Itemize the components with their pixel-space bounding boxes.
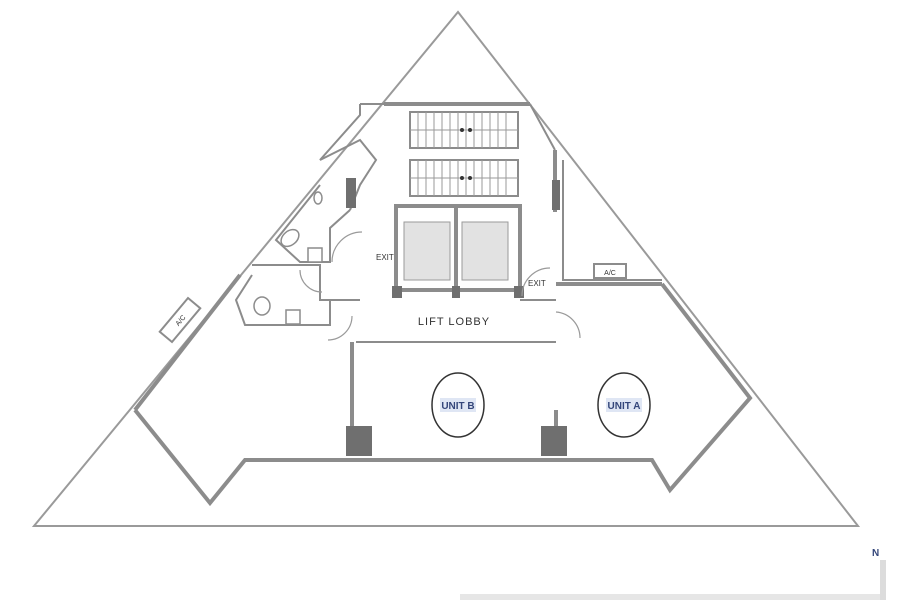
door-lobby-east [555,311,581,339]
unit-b-label-bg [440,398,476,412]
lift-pier-mid [452,286,460,298]
unit-a-label-bg [606,398,642,412]
toilet-block-lower [234,264,331,326]
units-perimeter [133,282,753,507]
lift-car-right [461,221,509,281]
column-nw [346,178,356,208]
door-exit-right [521,267,551,297]
stair-arrow-lower-b [468,176,472,180]
north-indicator: N [872,548,880,559]
ac-label-right: A/C [604,270,616,277]
stair-arrow-lower [460,176,464,180]
ac-unit-right [593,263,627,279]
lift-car-left [403,221,451,281]
column-sw [346,426,372,456]
column-se [541,426,567,456]
exit-label-left: EXIT [376,253,394,262]
ac-unit-left [158,296,202,344]
lift-pier-left [392,286,402,298]
door-lobby-west [327,315,353,341]
sink-upper [307,247,323,263]
building-outline [31,10,861,527]
exit-label-right: EXIT [528,279,546,288]
bottom-edge-bar [460,594,880,600]
ac-room-right [562,160,662,281]
urinal-fixture [313,191,323,205]
sink-lower [285,309,301,325]
stair-treads [410,112,518,196]
stair-arrow-upper-b [468,128,472,132]
toilet-fixture-lower [253,296,271,316]
stair-arrow-upper [460,128,464,132]
core-left-wall [319,104,378,211]
lift-pier-right [514,286,524,298]
right-edge-bar [880,560,886,600]
column-ne [552,180,560,210]
west-facade-wall [133,273,242,412]
unit-a-label: UNIT A [608,401,641,412]
unit-b-label: UNIT B [441,401,474,412]
door-toilet [299,269,323,293]
lift-lobby-label: LIFT LOBBY [418,316,490,328]
toilet-fixture-upper [280,228,300,248]
door-exit-left [331,231,363,263]
core-top-right [529,103,556,151]
